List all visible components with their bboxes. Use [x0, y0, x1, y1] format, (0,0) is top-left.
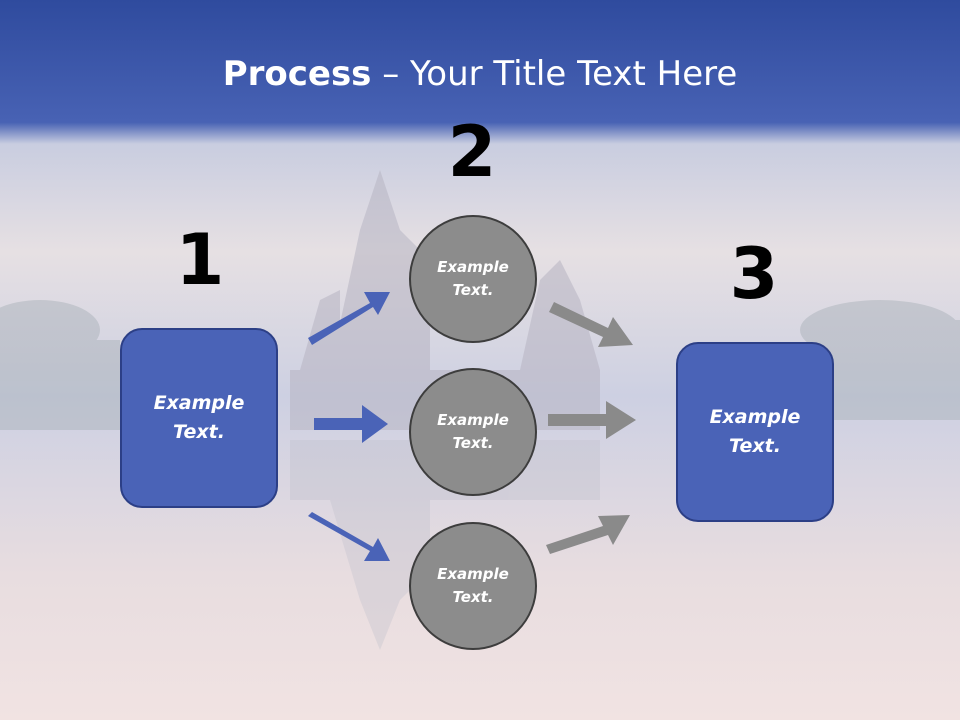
circle-bottom-line1: Example: [437, 565, 509, 583]
title-bold: Process: [222, 54, 372, 94]
circle-top-line2: Text.: [452, 281, 494, 299]
arrow-blue-down: [308, 512, 390, 561]
left-box-line2: Text.: [173, 421, 225, 443]
arrow-blue-middle: [314, 405, 388, 443]
arrow-blue-up: [308, 292, 390, 345]
arrow-gray-middle: [548, 401, 636, 439]
step-number-3: 3: [729, 233, 779, 315]
circle-top-line1: Example: [437, 258, 509, 276]
slide-title: Process – Your Title Text Here: [0, 52, 960, 96]
arrow-gray-down-right: [546, 515, 630, 554]
circle-middle-line2: Text.: [452, 434, 494, 452]
step-number-2: 2: [447, 111, 497, 193]
arrow-gray-up-right: [549, 302, 633, 347]
right-box-line2: Text.: [729, 435, 781, 457]
title-rest: – Your Title Text Here: [371, 54, 738, 94]
left-box-line1: Example: [153, 392, 245, 414]
circle-middle-line1: Example: [437, 411, 509, 429]
right-box-line1: Example: [709, 406, 801, 428]
circle-bottom-line2: Text.: [452, 588, 494, 606]
step-number-1: 1: [175, 219, 225, 301]
